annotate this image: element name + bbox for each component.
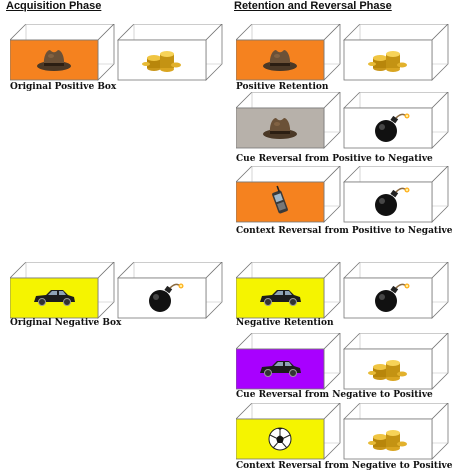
- acquisition-phase-heading: Acquisition Phase: [6, 0, 102, 12]
- retention-reversal-phase-heading: Retention and Reversal Phase: [234, 0, 392, 12]
- hat-icon: [263, 50, 297, 71]
- box-pair-positive-retention: [236, 24, 466, 81]
- box-pair-cue-reversal-neg-pos: [236, 333, 466, 390]
- bomb-icon: [149, 283, 184, 312]
- bomb-icon: [375, 283, 410, 312]
- context-box: [236, 92, 341, 149]
- coins-icon: [142, 51, 181, 72]
- box-pair-original-positive: [10, 24, 240, 81]
- caption-cue-reversal-neg-pos: Cue Reversal from Negative to Positive: [236, 390, 433, 400]
- coins-icon: [368, 360, 407, 381]
- bomb-icon: [375, 187, 410, 216]
- caption-positive-retention: Positive Retention: [236, 82, 329, 92]
- box-pair-context-reversal-neg-pos: [236, 403, 466, 460]
- context-box: [236, 333, 341, 390]
- caption-negative-retention: Negative Retention: [236, 318, 334, 328]
- coins-icon: [368, 51, 407, 72]
- hat-icon: [263, 118, 297, 139]
- box-pair-negative-retention: [236, 262, 466, 319]
- caption-context-reversal-pos-neg: Context Reversal from Positive to Negati…: [236, 226, 453, 236]
- outcome-box: [343, 333, 449, 390]
- caption-cue-reversal-pos-neg: Cue Reversal from Positive to Negative: [236, 154, 433, 164]
- hat-icon: [37, 50, 71, 71]
- car-icon: [260, 361, 301, 377]
- ball-icon: [268, 427, 292, 451]
- outcome-box: [117, 262, 223, 319]
- outcome-box: [343, 24, 449, 81]
- outcome-box: [343, 403, 449, 460]
- bomb-icon: [375, 113, 410, 142]
- context-box: [236, 166, 341, 223]
- caption-context-reversal-neg-pos: Context Reversal from Negative to Positi…: [236, 461, 453, 471]
- outcome-box: [117, 24, 223, 81]
- car-icon: [34, 290, 75, 306]
- context-box: [236, 24, 341, 81]
- caption-original-negative: Original Negative Box: [10, 318, 122, 328]
- car-icon: [260, 290, 301, 306]
- coins-icon: [368, 430, 407, 451]
- context-box: [236, 403, 341, 460]
- box-pair-context-reversal-pos-neg: [236, 166, 466, 223]
- context-box: [10, 24, 115, 81]
- caption-original-positive: Original Positive Box: [10, 82, 117, 92]
- context-box: [236, 262, 341, 319]
- box-pair-original-negative: [10, 262, 240, 319]
- box-pair-cue-reversal-pos-neg: [236, 92, 466, 149]
- outcome-box: [343, 92, 449, 149]
- context-box: [10, 262, 115, 319]
- outcome-box: [343, 262, 449, 319]
- outcome-box: [343, 166, 449, 223]
- phone-icon: [272, 185, 288, 214]
